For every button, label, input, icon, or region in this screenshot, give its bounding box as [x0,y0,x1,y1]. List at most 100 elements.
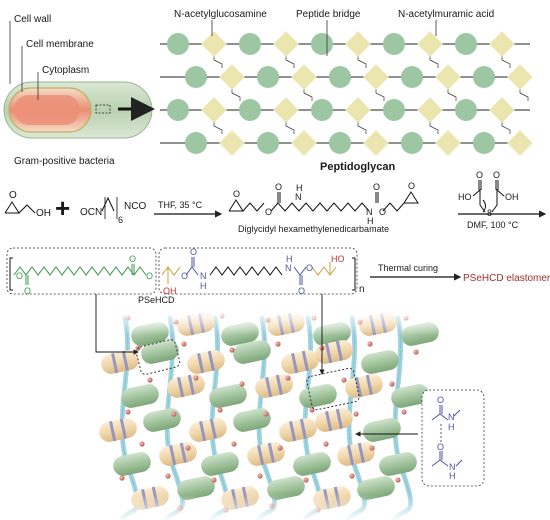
nam-unit [435,130,461,156]
carbamate-n2: N [285,263,292,273]
nam-unit [435,64,461,90]
carbamate-o1: O [181,271,188,281]
nag-unit [167,33,189,55]
curing-label: Thermal curing [378,263,438,273]
nam-unit [291,64,317,90]
dicarbamate-o4: O [379,207,386,217]
nag-unit [401,66,423,88]
dicarbamate-o1: O [265,207,272,217]
dicarbamate-n2: N [366,207,373,217]
nag-unit [383,33,405,55]
glycidol-oh: OH [36,208,51,219]
ester-o1: O [16,271,23,281]
hdi-right: NCO [124,201,146,212]
nam-unit [489,31,515,57]
dicarbamate-o2: O [275,182,282,192]
cytoplasm-label: Cytoplasm [42,65,89,76]
nag-unit [329,132,351,154]
sebacic-acid-structure: HO O 8 O OH [458,170,519,218]
nag-label: N-acetylglucosamine [174,9,267,20]
ester-segment-box [6,247,157,295]
nam-unit [201,97,227,123]
nam-unit [345,97,371,123]
pseHCD-structure: n O O O O O O N [6,247,550,305]
dicarbamate-o3: O [373,182,380,192]
step1-condition: THF, 35 °C [158,200,203,210]
nam-unit [363,64,389,90]
hdi-left: OCN [80,207,102,218]
acid-o1: O [476,170,483,180]
repeat-n: n [359,284,365,295]
step2-condition: DMF, 100 °C [467,220,519,230]
inset-h1: H [448,422,455,432]
peptidoglycan-illustration: N-acetylglucosamine Peptide bridge N-ace… [160,9,533,173]
ester-backbone: O O O O [13,254,153,296]
carbamate-highlight-box [306,367,360,411]
acid-o2: O [493,170,500,180]
nam-unit [219,130,245,156]
nam-unit [291,130,317,156]
nag-unit [239,99,261,121]
carbamate-segment-box [158,247,358,295]
inset-o2: O [437,442,444,452]
glycan-strands [160,31,533,156]
ester-highlight-box [135,339,181,375]
cell-membrane-label: Cell membrane [26,39,94,50]
elastomer-label: PSeHCD elastomer [463,273,550,284]
synthesis-scheme: OH O + OCN 6 NCO THF, 35 °C O O [4,170,547,234]
ester-o2: O [24,286,31,296]
peptide-bridges [213,53,529,134]
peptide-bridge-label: Peptide bridge [296,9,361,20]
peptidoglycan-caption: Peptidoglycan [320,161,395,173]
carbamate-h1: H [200,281,207,291]
ester-connector [95,294,139,355]
nag-unit [401,132,423,154]
nam-unit [273,31,299,57]
nag-unit [185,132,207,154]
carbamate-backbone: O O N H N H O O OH HO [161,247,345,296]
polymer-oh: OH [163,286,177,296]
ester-o4: O [146,271,153,281]
nag-unit [455,33,477,55]
nag-unit [257,66,279,88]
dicarbamate-structure: O O N H N H O O O O [228,181,419,226]
inset-n2: N [449,462,456,472]
hdi-structure: OCN 6 NCO [80,196,146,225]
nag-unit [167,99,189,121]
nag-unit [473,132,495,154]
plus-sign: + [55,193,70,223]
nag-unit [239,33,261,55]
bacteria-caption: Gram-positive bacteria [14,156,115,167]
carbamate-o2: O [190,247,197,257]
nam-unit [507,130,533,156]
network-fade [100,310,450,520]
dicarbamate-name: Diglycidyl hexamethylenedicarbamate [238,224,389,234]
nam-unit [489,97,515,123]
nam-unit [417,31,443,57]
hydrogen-bond-inset: O N H O N H [421,389,485,487]
dicarbamate-h1: H [296,183,303,193]
carbamate-n1: N [200,271,207,281]
nag-unit [257,132,279,154]
elastomer-network: O N H O N H [95,294,485,520]
nam-unit [363,130,389,156]
dicarbamate-epoxide-o1: O [233,189,240,199]
glycidol-o: O [9,190,17,201]
polymer-ho: HO [331,254,345,264]
nam-unit [201,31,227,57]
hdi-subscript: 6 [118,215,123,225]
inset-h2: H [449,471,456,481]
acid-subscript: 8 [487,208,492,218]
nam-label: N-acetylmuramic acid [398,9,494,20]
cytoplasm [14,95,80,125]
bacterium-illustration: Cell wall Cell membrane Cytoplasm Gram-p… [3,14,155,167]
nam-unit [273,97,299,123]
nag-unit [311,33,333,55]
nam-unit [417,97,443,123]
dicarbamate-n1: N [295,192,302,202]
polymer-name: PSeHCD [138,295,175,305]
carbamate-h2: H [286,254,293,264]
dicarbamate-h2: H [367,216,374,226]
inset-n1: N [448,412,455,422]
acid-oh: OH [505,192,519,202]
